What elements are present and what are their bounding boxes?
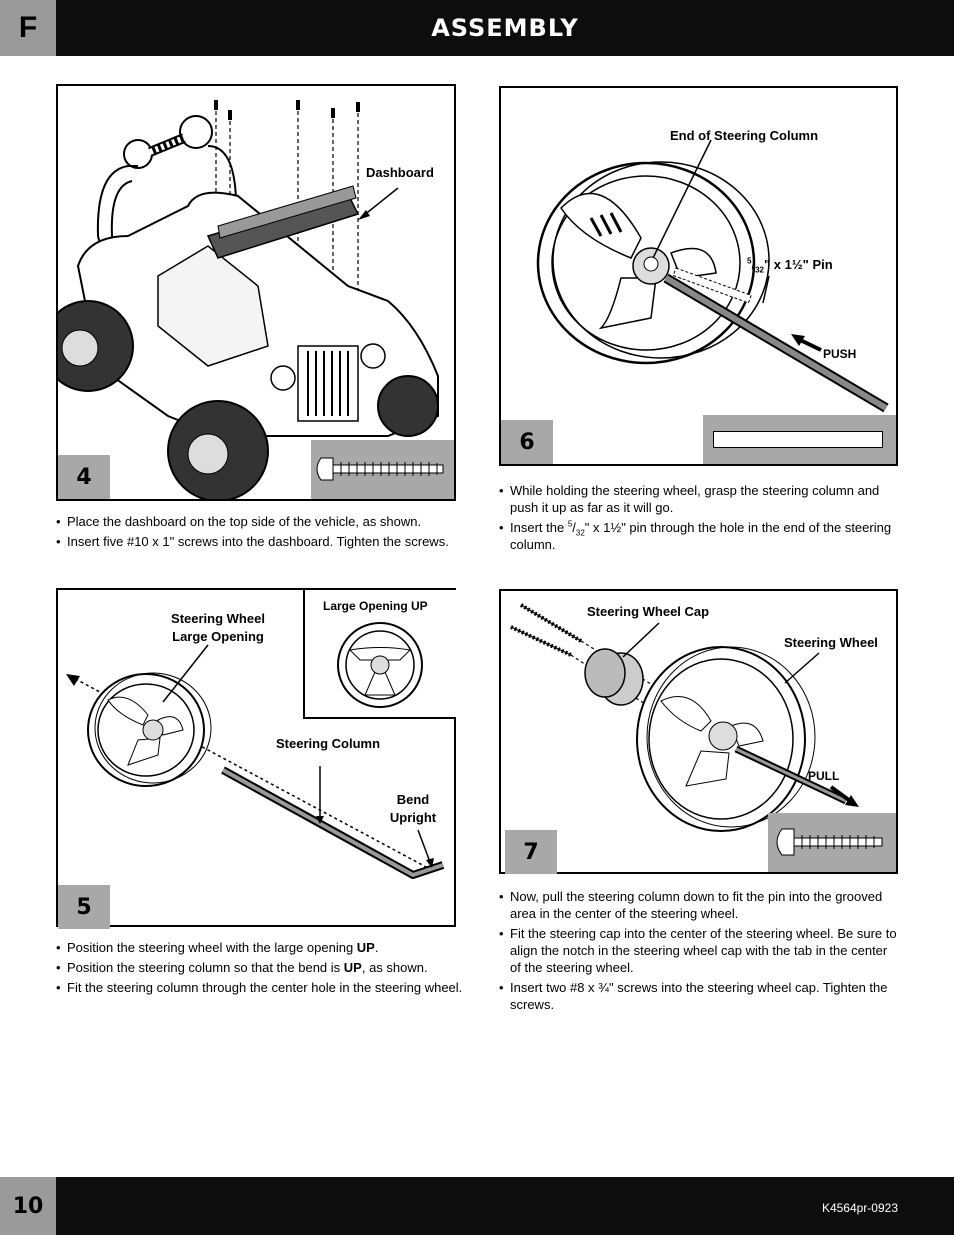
list-item: Fit the steering cap into the center of … (499, 925, 899, 976)
page-number: 10 (0, 1177, 56, 1235)
dashboard-label: Dashboard (366, 165, 434, 180)
screw-callout-step7 (768, 813, 896, 872)
list-item: While holding the steering wheel, grasp … (499, 482, 894, 516)
step-number-6: 6 (501, 420, 553, 464)
pin-den: 32 (755, 265, 764, 275)
pin-shape (713, 431, 883, 448)
pin-callout-step6 (703, 415, 896, 464)
inset-large-opening-up: Large Opening UP (303, 590, 456, 719)
large-opening-up-label: Large Opening UP (323, 599, 428, 613)
steering-wheel-label: Steering Wheel (784, 635, 878, 650)
steering-column-label: Steering Column (276, 736, 381, 751)
bend-upright-label: Bend Upright (389, 792, 437, 825)
page-title: ASSEMBLY (431, 14, 579, 42)
footer-bar (0, 1177, 954, 1235)
jeep-dashboard-illustration (58, 100, 439, 499)
wheel-opening-label: Steering Wheel Large Opening (171, 611, 265, 644)
list-item: Insert five #10 x 1" screws into the das… (56, 533, 456, 550)
step4-panel: Dashboard 4 (56, 84, 456, 501)
step-number-7: 7 (505, 830, 557, 874)
push-label: PUSH (823, 347, 857, 361)
step-number-5: 5 (58, 885, 110, 929)
step-number-4: 4 (58, 455, 110, 499)
steering-wheel-pin-illustration (536, 139, 889, 413)
pin-num: 5 (747, 256, 752, 266)
header-bar (0, 0, 954, 56)
step7-panel: Steering Wheel Cap Steering Wheel PULL 7 (499, 589, 898, 874)
step5-instructions: Position the steering wheel with the lar… (56, 939, 466, 999)
section-letter: F (0, 0, 56, 56)
step6-panel: End of Steering Column 5/32" x 1½" Pin P… (499, 86, 898, 466)
list-item: Position the steering column so that the… (56, 959, 466, 976)
inset-wheel-icon (337, 622, 423, 708)
steering-cap-illustration (510, 603, 859, 832)
list-item: Fit the steering column through the cent… (56, 979, 466, 996)
list-item: Insert two #8 x ¾" screws into the steer… (499, 979, 899, 1013)
document-id: K4564pr-0923 (821, 1201, 898, 1215)
step7-instructions: Now, pull the steering column down to fi… (499, 888, 899, 1016)
list-item: Now, pull the steering column down to fi… (499, 888, 899, 922)
list-item: Place the dashboard on the top side of t… (56, 513, 456, 530)
step5-panel: Large Opening UP Steering Wheel Large Op… (56, 588, 456, 929)
step4-instructions: Place the dashboard on the top side of t… (56, 513, 456, 553)
pin-label: 5/32" x 1½" Pin (747, 256, 833, 275)
steering-column-illustration (66, 644, 445, 879)
pull-label: PULL (808, 769, 840, 783)
screw-callout-step4 (311, 440, 454, 499)
step6-instructions: While holding the steering wheel, grasp … (499, 482, 894, 556)
list-item: Position the steering wheel with the lar… (56, 939, 466, 956)
end-of-column-label: End of Steering Column (670, 128, 819, 143)
pin-suffix: " x 1½" Pin (763, 257, 833, 272)
list-item: Insert the 5/32" x 1½" pin through the h… (499, 519, 894, 553)
steering-wheel-cap-label: Steering Wheel Cap (587, 604, 710, 619)
